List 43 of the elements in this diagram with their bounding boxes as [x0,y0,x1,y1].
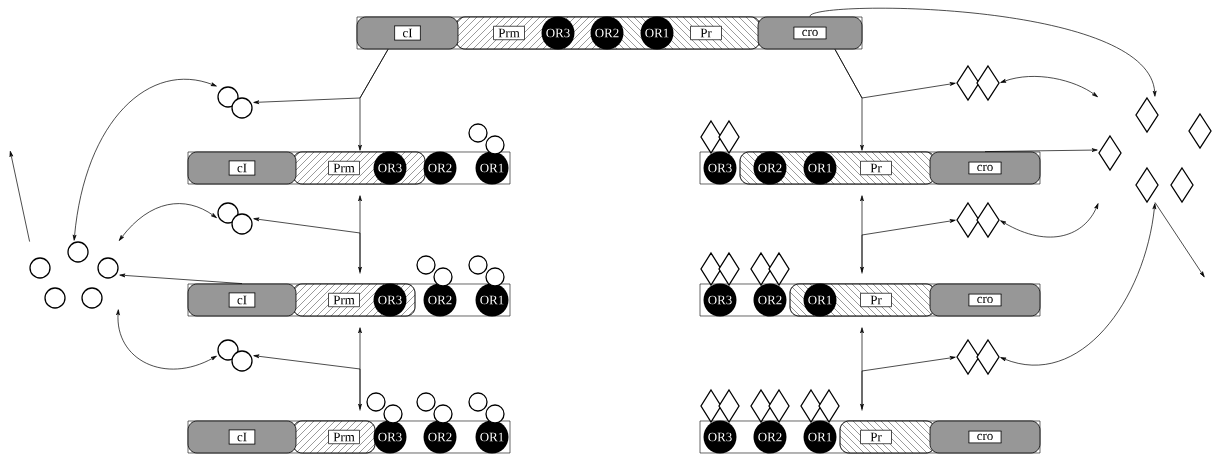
gene-bar: cro [929,420,1041,454]
arrow [119,273,243,284]
arrow [1154,202,1205,278]
arrow [861,356,956,411]
promoter-label: Pr [860,292,892,308]
arrow [834,49,864,151]
arrow [984,148,1098,152]
arrow [861,219,956,274]
arrow [1000,76,1098,98]
promoter-label: Prm [328,429,360,445]
bound-dimer [468,123,505,155]
gene-bar: cro [757,16,863,50]
arrow [9,150,30,242]
bound-dimer [416,255,453,287]
gene-bar: cro [929,283,1041,317]
monomer-cluster [29,241,119,309]
arrow [116,309,217,370]
arrow [1000,203,1157,366]
gene-bar: cI [187,283,297,317]
gene-bar: cro [929,151,1041,185]
arrow [358,49,389,151]
promoter-label: Pr [860,429,892,445]
promoter-label: Prm [328,160,360,176]
bound-dimer [366,392,403,424]
bound-dimer [468,255,505,287]
arrow [809,8,1157,97]
promoter-label: Prm [328,292,360,308]
promoter-label: Pr [860,160,892,176]
arrow [72,78,217,241]
arrow [118,203,217,241]
dimer [217,202,253,235]
promoter-label: Pr [690,25,722,41]
promoter-label: Prm [493,25,525,41]
dimer [217,86,253,119]
bound-dimer [416,392,453,424]
arrow [253,217,361,274]
arrow [1000,203,1099,238]
gene-bar: cI [187,151,297,185]
bound-dimer [468,392,505,424]
arrow [253,354,361,411]
gene-bar: cI [356,16,459,50]
dimer [217,339,253,372]
gene-bar: cI [187,420,297,454]
